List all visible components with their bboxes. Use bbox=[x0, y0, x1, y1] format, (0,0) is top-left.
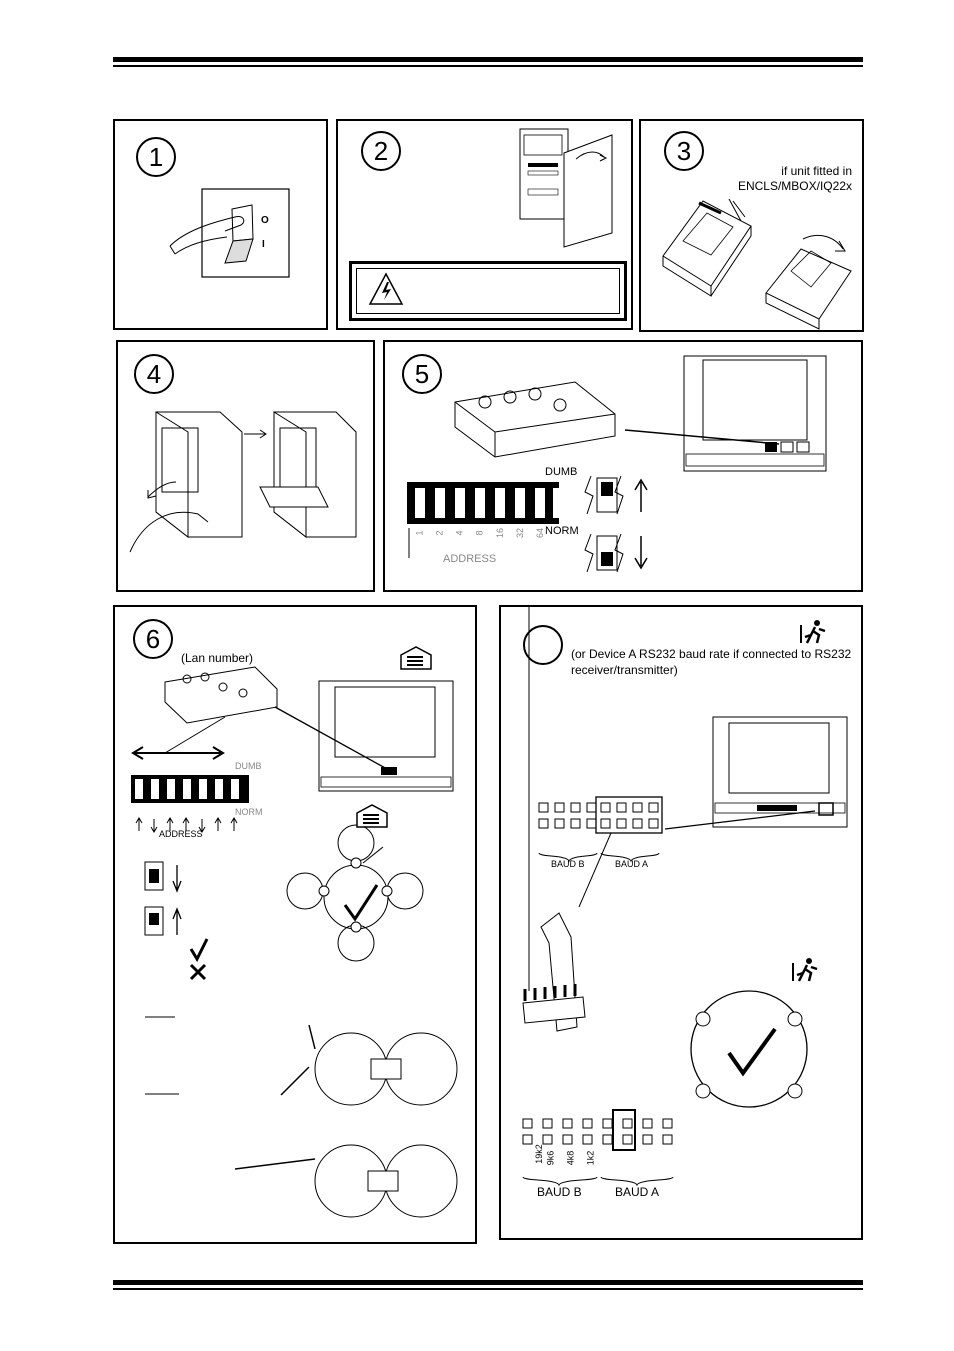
fitted-note-line1: if unit fitted in bbox=[781, 164, 852, 178]
panel-cover-open-illustration bbox=[129, 411, 357, 553]
step-2-panel: 2 bbox=[336, 119, 633, 330]
step-7-panel: (or Device A RS232 baud rate if connecte… bbox=[499, 605, 863, 1240]
step-1-number: 1 bbox=[136, 137, 176, 177]
norm-label: NORM bbox=[545, 525, 579, 537]
dip-switch-block-illustration bbox=[454, 355, 827, 472]
message-panel-icon bbox=[400, 646, 432, 670]
bottom-rule-thick bbox=[113, 1280, 863, 1285]
sw-4: 4 bbox=[454, 530, 465, 536]
step-4-panel: 4 bbox=[116, 340, 375, 592]
step-1-panel: 1 O I bbox=[113, 119, 328, 330]
enclosure-lid-removal-illustration bbox=[662, 198, 852, 330]
switch-off-label: O bbox=[261, 215, 269, 226]
sw-8: 8 bbox=[474, 530, 485, 536]
message-panel-icon-2 bbox=[356, 804, 388, 828]
baud-a-label-large: BAUD A bbox=[615, 1185, 660, 1199]
baud-9k6: 9k6 bbox=[545, 1150, 556, 1166]
fire-exit-icon bbox=[800, 620, 826, 644]
enclosure-door-illustration bbox=[519, 128, 613, 248]
rs232-note-line1: (or Device A RS232 baud rate if connecte… bbox=[571, 647, 852, 661]
sw-32: 32 bbox=[515, 527, 526, 539]
step-5-number: 5 bbox=[402, 354, 442, 394]
step-5-panel: 5 ADDRESS 1 2 4 8 16 32 64 DUMB NORM bbox=[383, 340, 863, 592]
address-label-6: ADDRESS bbox=[159, 829, 203, 839]
step-3-panel: 3 if unit fitted in ENCLS/MBOX/IQ22x bbox=[639, 119, 864, 332]
address-dip-switch bbox=[407, 482, 559, 558]
top-rule-thin bbox=[113, 65, 863, 67]
baud-4k8: 4k8 bbox=[565, 1150, 576, 1166]
lan-dip-illustration bbox=[131, 666, 458, 1218]
baud-a-label: BAUD A bbox=[615, 859, 649, 869]
switch-on-label: I bbox=[262, 239, 265, 250]
step-7-number bbox=[523, 625, 563, 665]
electrical-warning-box bbox=[349, 261, 627, 321]
step-6-number: 6 bbox=[133, 619, 173, 659]
rs232-note-line2: receiver/transmitter) bbox=[571, 663, 678, 677]
baud-b-label: BAUD B bbox=[551, 859, 585, 869]
baud-rate-illustration bbox=[522, 607, 848, 1187]
bottom-rule-thin bbox=[113, 1288, 863, 1290]
norm-label-6: NORM bbox=[235, 807, 263, 817]
baud-b-label-large: BAUD B bbox=[537, 1185, 582, 1199]
step-3-number: 3 bbox=[664, 131, 704, 171]
switch-up-icon bbox=[584, 475, 648, 573]
address-label: ADDRESS bbox=[443, 553, 497, 565]
step-4-number: 4 bbox=[134, 354, 174, 394]
baud-1k2: 1k2 bbox=[585, 1150, 596, 1166]
step-2-number: 2 bbox=[361, 131, 401, 171]
step-6-panel: 6 (Lan number) bbox=[113, 605, 477, 1244]
dumb-label: DUMB bbox=[545, 466, 578, 478]
dumb-label-6: DUMB bbox=[235, 761, 262, 771]
sw-1: 1 bbox=[414, 530, 425, 536]
high-voltage-warning-icon bbox=[368, 272, 404, 305]
sw-16: 16 bbox=[495, 527, 506, 539]
fire-exit-icon-2 bbox=[792, 958, 818, 982]
sw-2: 2 bbox=[434, 530, 445, 536]
lan-number-note: (Lan number) bbox=[181, 651, 254, 665]
fitted-note-line2: ENCLS/MBOX/IQ22x bbox=[737, 179, 852, 193]
wall-switch-illustration bbox=[169, 188, 290, 278]
top-rule-thick bbox=[113, 57, 863, 62]
